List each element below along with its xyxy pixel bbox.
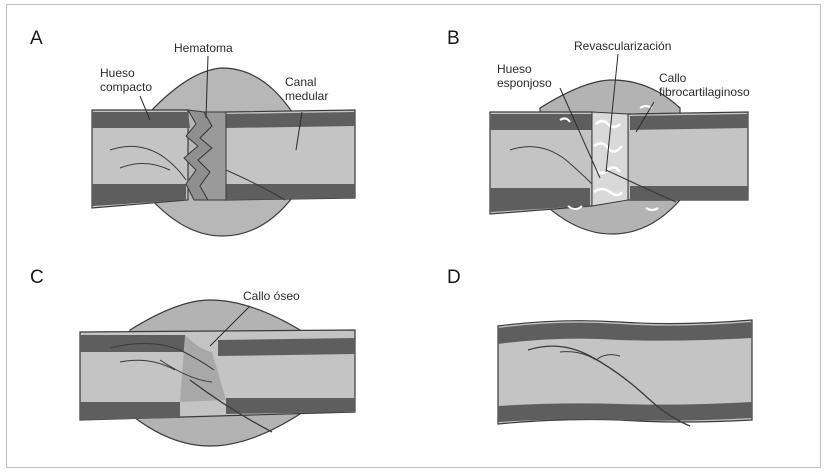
label-medular: medular [285, 89, 328, 103]
label-hueso-b: Hueso [497, 62, 532, 76]
compact-bone-bottom-left [80, 402, 180, 420]
compact-bone-top-right [630, 114, 748, 130]
panel-b: B Revascularización Hueso esponjoso Call… [447, 28, 750, 234]
compact-bone-top-left [80, 335, 185, 352]
compact-bone-bottom-right [226, 398, 355, 414]
panel-a-letter: A [30, 28, 43, 49]
label-callo: Callo [659, 71, 687, 85]
compact-bone-top-right [226, 112, 355, 128]
compact-bone-top-left [490, 114, 592, 130]
panel-a: A Hematoma Hueso compacto [30, 28, 355, 236]
compact-bone-bottom-right [630, 186, 748, 200]
panel-d-letter: D [447, 267, 461, 288]
compact-bone-top-right [218, 338, 355, 356]
label-callo-oseo: Callo óseo [243, 289, 300, 303]
label-canal: Canal [285, 75, 316, 89]
compact-bone-top-left [92, 112, 190, 128]
compact-bone-bottom-right [226, 184, 355, 200]
compact-bone-bottom [498, 402, 752, 422]
label-revascularizacion: Revascularización [574, 39, 671, 53]
panel-b-letter: B [447, 28, 460, 49]
panel-c: C Callo óseo [30, 267, 355, 446]
panel-c-letter: C [30, 267, 44, 288]
label-hematoma: Hematoma [174, 41, 233, 55]
label-hueso: Hueso [100, 66, 135, 80]
label-esponjoso: esponjoso [497, 76, 552, 90]
label-compacto: compacto [100, 80, 152, 94]
label-fibrocartilaginoso: fibrocartilaginoso [659, 85, 750, 99]
panel-d: D [447, 267, 752, 426]
